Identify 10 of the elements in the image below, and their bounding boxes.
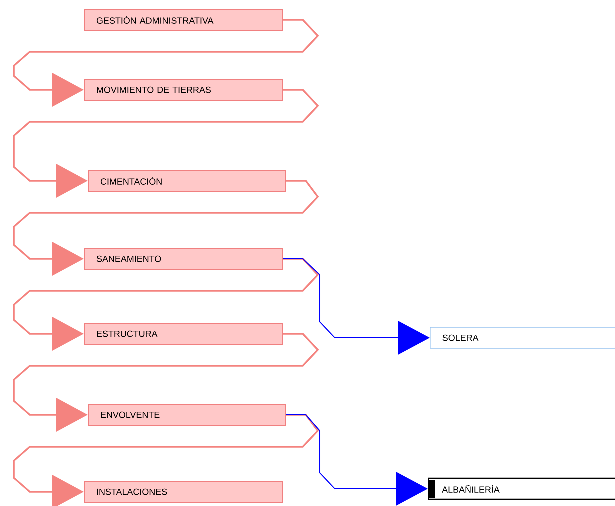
process-box: INSTALACIONES [84,481,283,503]
process-box: MOVIMIENTO DE TIERRAS [84,79,283,101]
process-box: SANEAMIENTO [84,248,283,270]
process-box: GESTIÓN ADMINISTRATIVA [84,9,283,31]
connector-arrow [13,414,320,506]
process-box: ESTRUCTURA [84,323,283,345]
task-box: SOLERA [430,327,615,349]
process-box: CIMENTACIÓN [88,170,286,192]
process-box: ENVOLVENTE [88,404,286,426]
task-box: ALBAÑILERÍA [428,478,615,500]
